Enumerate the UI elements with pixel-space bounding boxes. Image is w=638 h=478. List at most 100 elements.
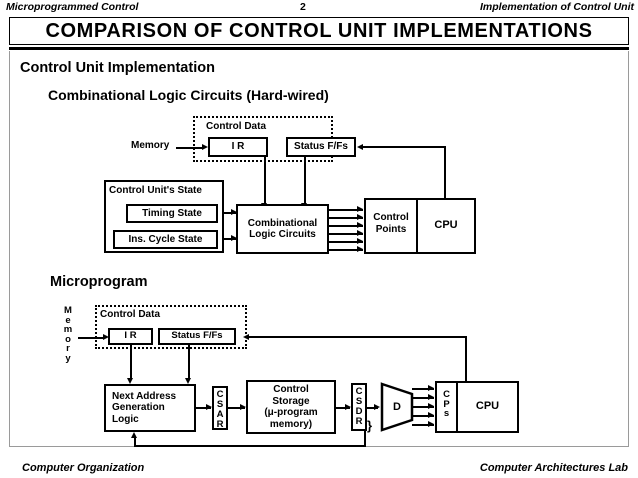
page-number: 2	[300, 1, 306, 13]
csar-to-control-storage-line	[228, 407, 245, 409]
decoder-out-line-4	[412, 415, 434, 417]
cps-letter-2: s	[443, 408, 450, 419]
csdr-feedback-horizontal	[134, 445, 366, 447]
memory-letter-5: y	[65, 352, 71, 364]
csar-register: C S A R	[212, 386, 228, 430]
csdr-to-decoder-line	[367, 407, 378, 409]
control-point-arrowhead-3	[357, 222, 363, 228]
decoder-out-line-5	[412, 424, 434, 426]
slide-header: Microprogrammed Control 2 Implementation…	[0, 0, 638, 16]
decoder-trapezoid: D	[380, 382, 414, 432]
control-point-line-6	[329, 249, 363, 251]
cpu-outer-box-microprogram	[435, 381, 519, 433]
footer-right-text: Computer Architectures Lab	[479, 462, 628, 474]
decoder-out-arrowhead-3	[428, 403, 434, 409]
control-data-label-microprogram: Control Data	[100, 309, 160, 320]
csdr-letter-1: S	[355, 396, 363, 407]
memory-to-ir-arrowhead-microprogram	[103, 334, 109, 340]
status-ffs-to-clc-line	[304, 157, 306, 205]
ins-cycle-state-to-clc-line	[218, 238, 237, 240]
cpu-feedback-vertical-hardwired	[444, 148, 446, 200]
control-points-line-1: Control	[373, 212, 409, 223]
decoder-out-line-1	[412, 388, 434, 390]
cpu-cps-divider	[456, 383, 458, 431]
csdr-feedback-vertical-up	[134, 438, 136, 447]
control-data-label-hardwired: Control Data	[206, 121, 266, 132]
ins-cycle-state-to-clc-arrowhead	[231, 235, 237, 241]
timing-state-to-clc-line	[218, 212, 237, 214]
ir-register-hardwired: I R	[208, 137, 268, 157]
memory-label-microprogram: M e m o r y	[62, 306, 74, 363]
memory-letter-4: r	[66, 343, 70, 354]
decoder-out-arrowhead-2	[428, 394, 434, 400]
csar-letter-3: R	[216, 419, 224, 430]
decoder-out-arrowhead-4	[428, 412, 434, 418]
control-points-line-2: Points	[375, 224, 407, 235]
slide-title-bar: COMPARISON OF CONTROL UNIT IMPLEMENTATIO…	[9, 17, 629, 45]
nagl-to-csar-arrowhead	[206, 404, 212, 410]
memory-to-ir-arrowhead	[202, 144, 208, 150]
control-point-arrowhead-2	[357, 214, 363, 220]
ir-register-microprogram: I R	[108, 328, 153, 345]
memory-letter-2: m	[63, 324, 73, 335]
csdr-to-decoder-arrowhead	[374, 404, 380, 410]
ins-cycle-state-box: Ins. Cycle State	[113, 230, 218, 249]
csar-letter-1: S	[216, 399, 224, 410]
control-storage-to-csdr-arrowhead	[345, 404, 351, 410]
control-storage-to-csdr-line	[336, 407, 350, 409]
control-point-line-2	[329, 217, 363, 219]
cpu-label-microprogram: CPU	[475, 400, 500, 412]
memory-letter-1: e	[65, 314, 71, 326]
control-point-arrowhead-1	[357, 206, 363, 212]
csdr-letter-0: C	[355, 386, 363, 397]
csar-letter-0: C	[216, 389, 224, 400]
csdr-feedback-arrowhead	[131, 432, 137, 438]
status-ffs-hardwired: Status F/Fs	[286, 137, 356, 157]
control-storage-line-1: Control	[273, 384, 309, 395]
control-point-arrowhead-6	[357, 246, 363, 252]
footer-left-text: Computer Organization	[22, 462, 145, 474]
control-point-arrowhead-4	[357, 230, 363, 236]
cpu-label-hardwired: CPU	[434, 219, 458, 231]
cpu-control-points-divider	[416, 200, 418, 252]
combinational-logic-circuits-box: Combinational Logic Circuits	[236, 204, 329, 254]
page-title: COMPARISON OF CONTROL UNIT IMPLEMENTATIO…	[45, 19, 593, 42]
decoder-shape-icon	[380, 382, 414, 432]
title-underline-rule	[9, 47, 629, 50]
cpu-feedback-arrowhead-hardwired	[357, 144, 363, 150]
nagl-to-csar-line	[196, 407, 211, 409]
decoder-out-arrowhead-1	[428, 385, 434, 391]
cps-label: C P s	[438, 390, 455, 419]
cpu-feedback-horizontal-microprogram	[249, 336, 467, 338]
memory-label-hardwired: Memory	[131, 140, 170, 151]
heading-control-unit-implementation: Control Unit Implementation	[20, 60, 215, 76]
cpu-feedback-arrowhead-microprogram	[243, 334, 249, 340]
control-storage-line-3: (μ-program	[264, 407, 318, 418]
nagl-line-3: Logic	[112, 413, 139, 425]
status-ffs-to-nagl-line	[188, 345, 190, 380]
csar-to-control-storage-arrowhead	[240, 404, 246, 410]
nagl-line-1: Next Address	[112, 390, 177, 402]
heading-combinational-logic-hardwired: Combinational Logic Circuits (Hard-wired…	[48, 87, 329, 103]
decoder-out-line-2	[412, 397, 434, 399]
status-ffs-microprogram: Status F/Fs	[158, 328, 236, 345]
cpu-outer-box-hardwired	[364, 198, 476, 254]
nagl-line-2: Generation	[112, 402, 165, 414]
timing-state-to-clc-arrowhead	[231, 209, 237, 215]
status-ffs-to-nagl-arrowhead	[185, 378, 191, 384]
csdr-register: C S D R	[351, 383, 367, 431]
ir-to-clc-line	[264, 157, 266, 205]
memory-to-ir-line-microprogram	[78, 337, 105, 339]
control-point-line-4	[329, 233, 363, 235]
csdr-brace-symbol: }	[367, 418, 373, 433]
ir-to-nagl-arrowhead	[127, 378, 133, 384]
memory-to-ir-line	[176, 147, 203, 149]
decoder-out-line-3	[412, 406, 434, 408]
cps-letter-0: C	[443, 389, 450, 400]
decoder-out-arrowhead-5	[428, 421, 434, 427]
ir-to-nagl-line	[130, 345, 132, 380]
timing-state-box: Timing State	[126, 204, 218, 223]
header-right-title: Implementation of Control Unit	[480, 1, 634, 13]
clc-line-2: Logic Circuits	[249, 229, 316, 240]
csdr-letter-2: D	[355, 406, 363, 417]
